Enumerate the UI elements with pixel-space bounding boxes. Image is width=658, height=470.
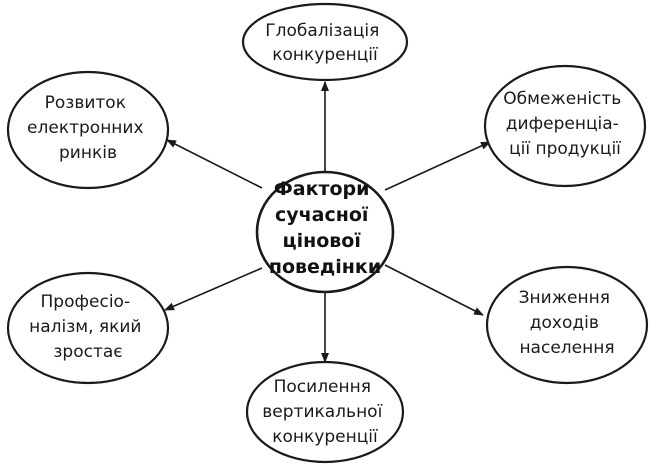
node-electronic-markets: Розвиток електронних ринків: [6, 70, 170, 190]
edge-to-limited-differentiation: [384, 141, 491, 191]
node-line: диференціа-: [506, 114, 619, 134]
node-globalization: Глобалізація конкуренції: [241, 2, 409, 82]
edge-to-growing-professionalism: [164, 267, 263, 311]
node-line: конкуренції: [272, 427, 378, 447]
node-label: Глобалізація конкуренції: [265, 21, 385, 65]
node-line: населення: [519, 338, 614, 358]
node-vertical-competition: Посилення вертикальної конкуренції: [245, 360, 405, 464]
center-line: сучасної: [275, 204, 369, 226]
node-line: ції продукції: [509, 139, 621, 159]
node-limited-differentiation: Обмеженість диференціа- ції продукції: [483, 64, 647, 188]
node-line: доходів: [530, 313, 599, 333]
center-line: цінової: [283, 230, 362, 252]
node-ellipse: [6, 271, 170, 385]
node-line: налізм, який: [29, 317, 141, 337]
node-ellipse: [6, 70, 170, 190]
node-line: Глобалізація: [265, 21, 379, 41]
edge-to-electronic-markets: [166, 139, 263, 189]
node-label: Професіо- налізм, який зростає: [29, 292, 147, 362]
center-ellipse: [255, 170, 395, 294]
center-line: поведінки: [269, 256, 381, 278]
node-line: Розвиток: [45, 93, 126, 113]
node-ellipse: [241, 2, 409, 82]
node-ellipse: [245, 360, 405, 464]
center-node: Фактори сучасної цінової поведінки: [255, 170, 395, 294]
node-line: зростає: [53, 342, 122, 362]
edges: [164, 81, 491, 363]
node-line: ринків: [59, 143, 117, 163]
node-label: Посилення вертикальної конкуренції: [262, 377, 387, 447]
node-label: Обмеженість диференціа- ції продукції: [503, 89, 626, 159]
center-label: Фактори сучасної цінової поведінки: [269, 178, 381, 278]
node-label: Розвиток електронних ринків: [27, 93, 149, 163]
edge-to-income-decline: [384, 264, 484, 316]
node-growing-professionalism: Професіо- налізм, який зростає: [6, 271, 170, 385]
node-line: Обмеженість: [503, 89, 621, 109]
center-line: Фактори: [274, 178, 370, 200]
node-ellipse: [483, 64, 647, 188]
node-line: вертикальної: [262, 402, 382, 422]
node-label: Зниження доходів населення: [519, 288, 616, 358]
node-line: конкуренції: [272, 45, 378, 65]
node-line: електронних: [27, 118, 144, 138]
node-line: Посилення: [274, 377, 371, 397]
node-ellipse: [485, 265, 649, 385]
node-line: Професіо-: [41, 292, 131, 312]
node-line: Зниження: [519, 288, 610, 308]
node-income-decline: Зниження доходів населення: [485, 265, 649, 385]
